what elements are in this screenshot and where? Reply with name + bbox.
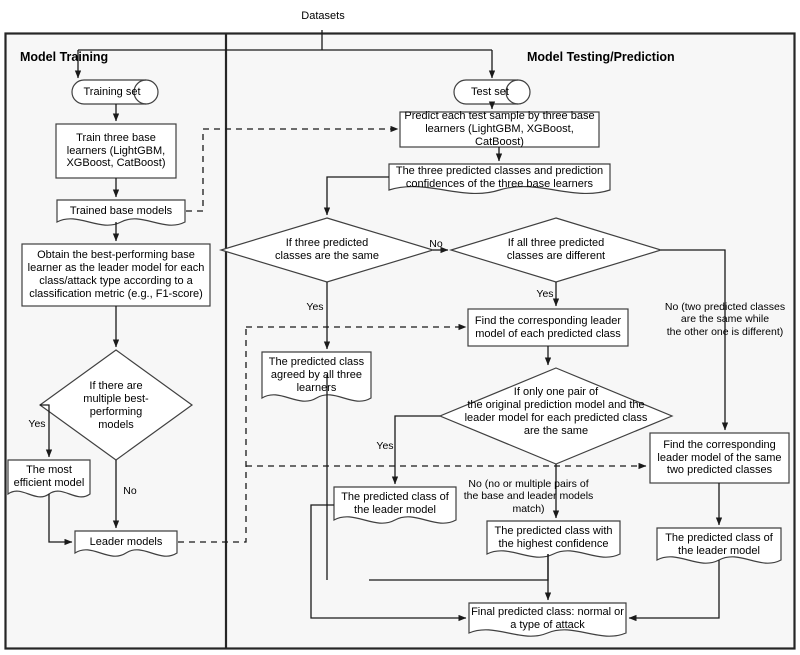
- edge-label-yes-same: Yes: [306, 301, 324, 313]
- edge-label-no-all-diff: No (two predicted classes are the same w…: [664, 301, 786, 338]
- node-most-efficient-model: [7, 459, 91, 498]
- node-find-leader-each-class: [467, 308, 629, 347]
- edges-left-column: [40, 104, 120, 546]
- node-agreed-class: [261, 351, 372, 402]
- node-training-set: [71, 79, 159, 105]
- node-three-predicted-classes: [388, 163, 611, 194]
- edge-label-yes-multiple: Yes: [28, 418, 46, 430]
- edge-datasets-split: [74, 30, 496, 79]
- node-trained-base-models: [56, 199, 186, 226]
- edges-right-column: [310, 101, 729, 622]
- node-predict-each-test-sample: [399, 111, 600, 148]
- section-title-model-testing: Model Testing/Prediction: [527, 50, 675, 64]
- edge-label-no-one-pair: No (no or multiple pairs of the base and…: [463, 478, 594, 515]
- node-leader-models: [74, 530, 178, 557]
- node-test-set: [453, 79, 531, 105]
- node-highest-confidence-class: [486, 520, 621, 558]
- node-obtain-best-performing: [21, 243, 211, 307]
- node-final-predicted-class: [468, 602, 627, 637]
- edge-label-no-same: No: [429, 238, 443, 250]
- edge-label-yes-one-pair: Yes: [376, 440, 394, 452]
- section-title-model-training: Model Training: [20, 50, 109, 64]
- node-leader-model-class-right: [656, 527, 782, 564]
- edge-dashed-leader-models-trunk: [178, 323, 647, 543]
- node-find-leader-same-two: [649, 432, 790, 484]
- node-leader-model-class-left: [333, 486, 457, 524]
- edge-label-no-multiple: No: [123, 485, 137, 497]
- edge-label-yes-all-diff: Yes: [536, 288, 554, 300]
- node-train-three-base-learners: [55, 123, 177, 179]
- edge-dashed-trained-models-to-predict: [186, 125, 399, 212]
